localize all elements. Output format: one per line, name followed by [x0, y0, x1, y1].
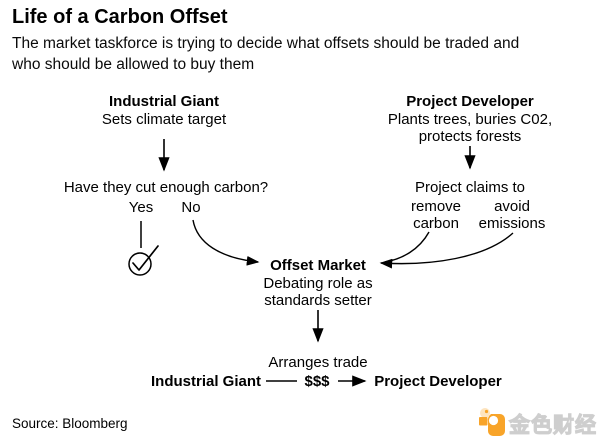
claim-remove-carbon-label: remove carbon: [411, 198, 461, 232]
claim-avoid-emissions-label: avoid emissions: [479, 198, 546, 232]
project-developer-desc-line-1: Plants trees, buries C02,: [387, 111, 553, 128]
jinse-finance-watermark: 金色财经: [479, 407, 597, 437]
node-industrial-giant-title: Industrial Giant: [108, 93, 220, 110]
trade-from-label: Industrial Giant: [150, 373, 262, 390]
claim-avoid-line-2: emissions: [478, 215, 546, 232]
curve-avoid-emissions-to-offset-market: [379, 232, 514, 269]
arranges-trade-label: Arranges trade: [268, 354, 368, 371]
claim-remove-line-2: carbon: [413, 215, 459, 232]
offset-market-desc-line-1: Debating role as: [263, 275, 373, 292]
trade-to-label: Project Developer: [374, 373, 502, 390]
subtitle-line-1: The market taskforce is trying to decide…: [12, 35, 520, 52]
page-title: Life of a Carbon Offset: [12, 6, 228, 28]
node-project-developer-title: Project Developer: [406, 93, 534, 110]
node-offset-market-desc: Debating role as standards setter: [263, 275, 372, 309]
jinse-logo-icon: [479, 408, 505, 436]
check-icon: [128, 245, 159, 276]
node-industrial-giant-desc: Sets climate target: [101, 111, 227, 128]
answer-yes-label: Yes: [128, 199, 154, 216]
node-offset-market-title: Offset Market: [270, 257, 366, 274]
page-subtitle: The market taskforce is trying to decide…: [12, 33, 519, 75]
claim-avoid-line-1: avoid: [494, 198, 530, 215]
node-project-developer-desc: Plants trees, buries C02, protects fores…: [388, 111, 552, 145]
source-credit: Source: Bloomberg: [12, 416, 128, 431]
project-claims-label: Project claims to: [414, 179, 526, 196]
trade-money-label: $$$: [304, 373, 330, 390]
subtitle-line-2: who should be allowed to buy them: [12, 56, 255, 73]
question-label: Have they cut enough carbon?: [63, 179, 269, 196]
offset-market-desc-line-2: standards setter: [264, 292, 372, 309]
curve-no-to-offset-market: [192, 219, 260, 266]
watermark-text: 金色财经: [509, 413, 597, 437]
answer-no-label: No: [181, 199, 201, 216]
curve-remove-carbon-to-offset-market: [384, 231, 430, 263]
claim-remove-line-1: remove: [410, 198, 462, 215]
project-developer-desc-line-2: protects forests: [418, 128, 522, 145]
